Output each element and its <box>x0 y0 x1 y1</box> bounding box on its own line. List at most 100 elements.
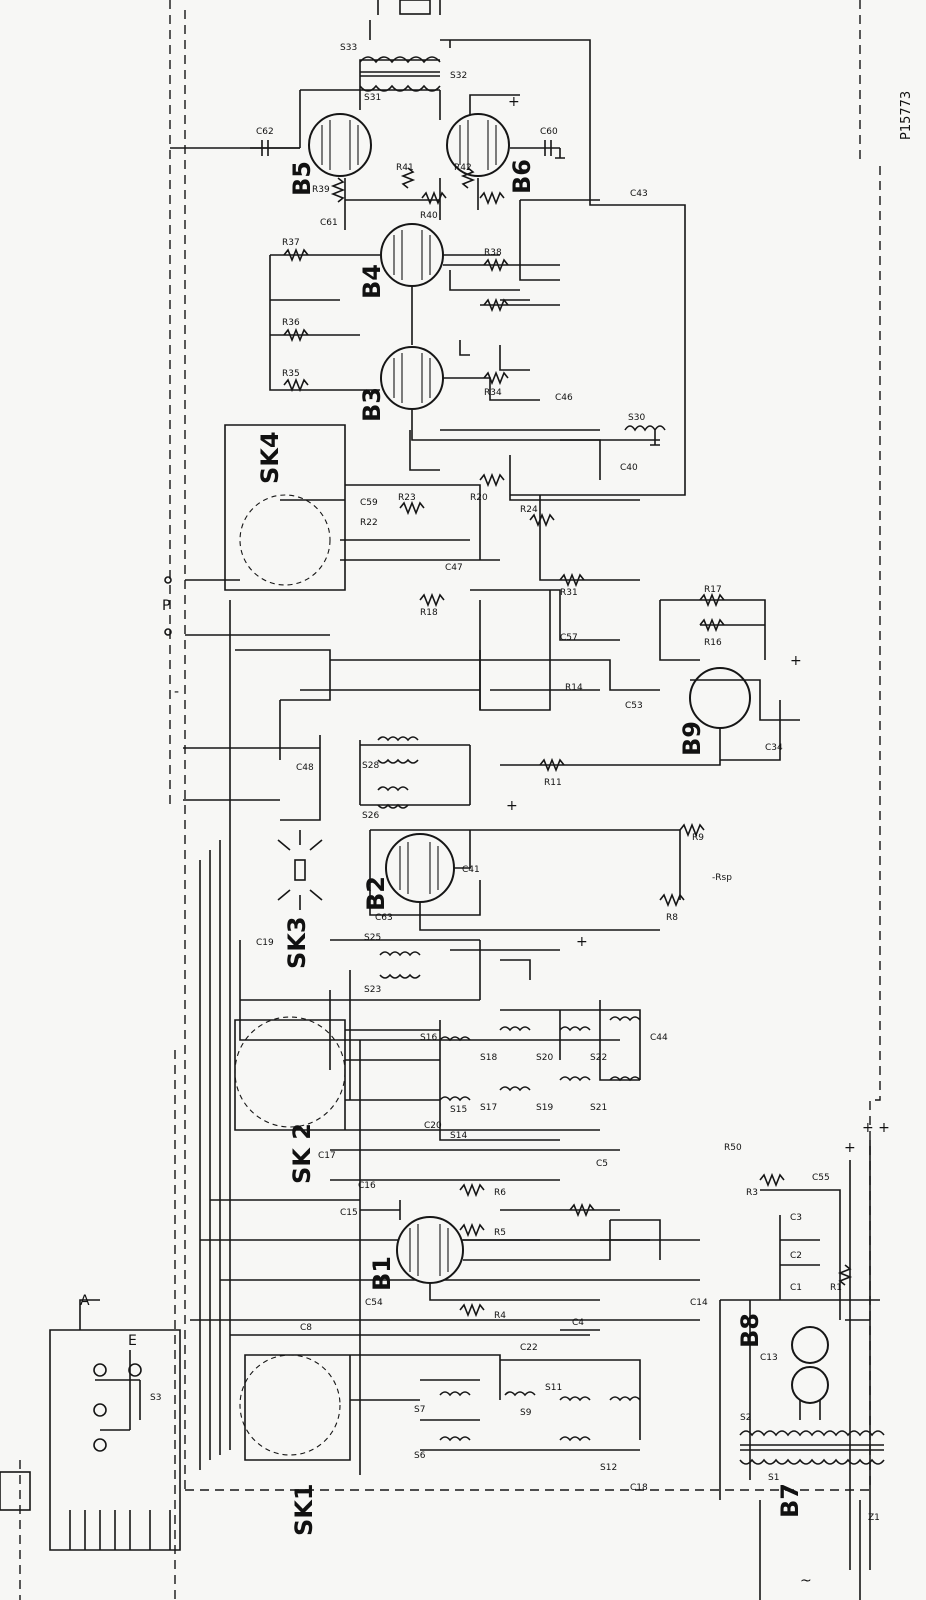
label-s3: S3 <box>150 1393 161 1403</box>
label-r14: R14 <box>565 683 583 693</box>
label-c41: C41 <box>462 865 480 875</box>
b9-wiring <box>500 599 800 766</box>
tube-b2 <box>385 833 455 903</box>
label-c8: C8 <box>300 1323 312 1333</box>
oscillator-coils <box>439 1016 641 1102</box>
b1-wiring <box>360 1200 661 1301</box>
label-r22: R22 <box>360 518 378 528</box>
tube-b7 <box>791 1366 829 1404</box>
socket <box>128 1363 142 1377</box>
tube-b6 <box>446 113 510 177</box>
tube-electrodes <box>409 1224 449 1276</box>
label-c48: C48 <box>296 763 314 773</box>
label-c43: C43 <box>630 189 648 199</box>
label-r20: R20 <box>470 493 488 503</box>
label-s6: S6 <box>414 1451 426 1461</box>
tube-label-b2: B2 <box>362 876 390 911</box>
plus-terminal: + <box>506 798 518 814</box>
label-r40: R40 <box>420 211 438 221</box>
label-s32: S32 <box>450 71 467 81</box>
label-c5: C5 <box>596 1159 608 1169</box>
label-r17: R17 <box>704 585 722 595</box>
switch-label-sk2: SK 2 <box>288 1123 316 1184</box>
tube-b3 <box>380 346 444 410</box>
label-rsp: -Rsp <box>712 873 732 883</box>
resistor-symbols <box>399 472 585 608</box>
label-r5: R5 <box>494 1228 506 1238</box>
label-r31: R31 <box>560 588 578 598</box>
label-c2: C2 <box>790 1251 802 1261</box>
label-r41: R41 <box>396 163 414 173</box>
label-c16: C16 <box>358 1181 376 1191</box>
rf-coils <box>439 1391 641 1442</box>
label-c53: C53 <box>625 701 643 711</box>
tube-b9 <box>689 667 751 729</box>
sk4-wiring <box>224 424 660 711</box>
label-c60: C60 <box>540 127 558 137</box>
terminal-antenna: A <box>80 1293 90 1309</box>
sk3-rotor <box>294 859 306 881</box>
label-c47: C47 <box>445 563 463 573</box>
power-transformer <box>739 1430 885 1465</box>
label-s21: S21 <box>590 1103 607 1113</box>
tube-b5 <box>308 113 372 177</box>
plus-terminal: + <box>576 934 588 950</box>
label-s22: S22 <box>590 1053 607 1063</box>
label-s11: S11 <box>545 1383 562 1393</box>
pickup-socket <box>164 628 172 636</box>
label-c44: C44 <box>650 1033 668 1043</box>
output-transformer <box>359 56 441 92</box>
pickup-socket <box>164 576 172 584</box>
sk2-switch <box>234 1016 346 1128</box>
label-c34: C34 <box>765 743 783 753</box>
if-transformer <box>379 951 421 979</box>
label-r18: R18 <box>420 608 438 618</box>
tube-label-b6: B6 <box>508 159 536 194</box>
label-r36: R36 <box>282 318 300 328</box>
label-c19: C19 <box>256 938 274 948</box>
resistor-r1 <box>837 1264 853 1286</box>
label-s28: S28 <box>362 761 379 771</box>
plusplus-terminal: + + <box>862 1120 890 1136</box>
resistor-symbols <box>283 247 509 393</box>
reference-number: P15773 <box>899 91 914 140</box>
label-s16: S16 <box>420 1033 437 1043</box>
label-r1: R1 <box>830 1283 842 1293</box>
tube-label-b3: B3 <box>358 387 386 422</box>
tube-label-b5: B5 <box>288 161 316 196</box>
plus-terminal: + <box>844 1140 856 1156</box>
label-c13: C13 <box>760 1353 778 1363</box>
label-s15: S15 <box>450 1105 467 1115</box>
tube-electrodes <box>399 842 439 894</box>
terminal-pickup: P <box>162 598 170 614</box>
switch-label-sk3: SK3 <box>283 916 311 969</box>
label-r8: R8 <box>666 913 678 923</box>
ac-mains-symbol: ~ <box>800 1573 812 1589</box>
resistor-symbols <box>659 822 705 908</box>
chassis-outline <box>19 0 881 1600</box>
resistor-symbols <box>330 167 505 206</box>
label-r34: R34 <box>484 388 502 398</box>
label-r24: R24 <box>520 505 538 515</box>
terminal-earth: E <box>128 1333 137 1349</box>
label-s26: S26 <box>362 811 379 821</box>
sk4-switch <box>239 494 331 586</box>
label-c59: C59 <box>360 498 378 508</box>
label-c57: C57 <box>560 633 578 643</box>
label-s33: S33 <box>340 43 357 53</box>
label-c15: C15 <box>340 1208 358 1218</box>
resistor-symbols <box>459 1182 595 1318</box>
switch-label-sk4: SK4 <box>256 431 284 484</box>
label-s20: S20 <box>536 1053 553 1063</box>
label-r23: R23 <box>398 493 416 503</box>
tube-electrodes <box>321 120 497 170</box>
plus-terminal: + <box>790 653 802 669</box>
label-r37: R37 <box>282 238 300 248</box>
label-s2: S2 <box>740 1413 751 1423</box>
pickup-socket <box>93 1438 107 1452</box>
label-r38: R38 <box>484 248 502 258</box>
sk3-rotary-switch <box>277 830 323 910</box>
label-r39: R39 <box>312 185 330 195</box>
tube-electrodes <box>393 230 431 403</box>
label-r3: R3 <box>746 1188 758 1198</box>
